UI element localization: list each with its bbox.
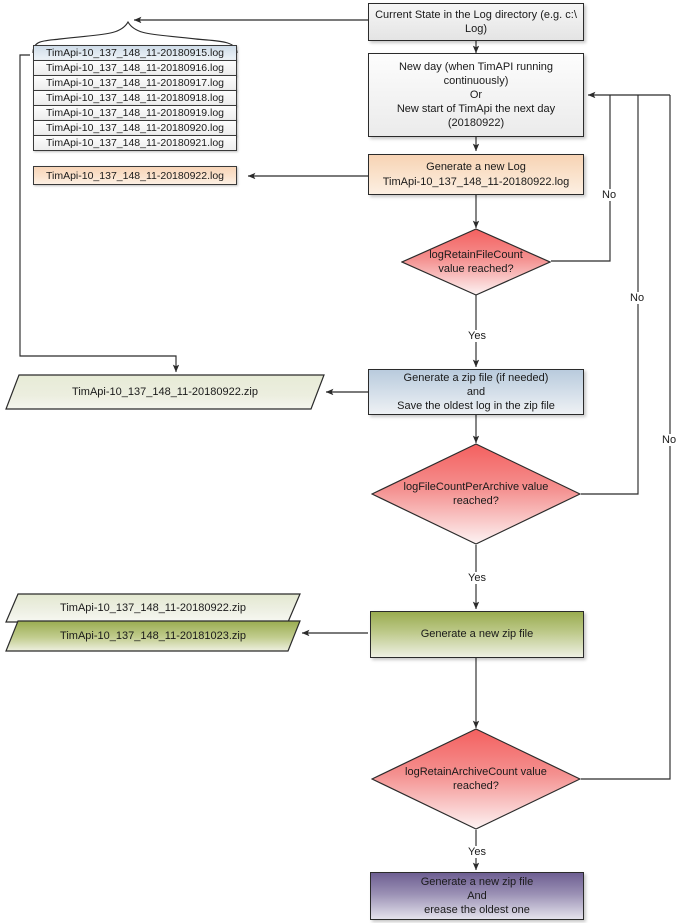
- decision-label: logRetainFileCount value reached?: [422, 228, 530, 296]
- node-new-day-line-1: New day (when TimAPI running: [398, 60, 554, 73]
- edge-label-no-1: No: [600, 189, 619, 201]
- node-zip-step-line-2: and: [466, 385, 486, 398]
- node-new-day[interactable]: New day (when TimAPI running continuousl…: [368, 53, 584, 137]
- list-item-new-log[interactable]: TimApi-10_137_148_11-20180922.log: [33, 166, 237, 185]
- parallelogram-shape: [5, 620, 301, 652]
- list-item[interactable]: TimApi-10_137_148_11-20180916.log: [33, 60, 237, 76]
- node-generate-new-log[interactable]: Generate a new Log TimApi-10_137_148_11-…: [368, 154, 584, 195]
- decision-label: logRetainArchiveCount value reached?: [400, 728, 551, 830]
- node-generate-new-log-line-1: Generate a new Log: [426, 161, 526, 174]
- decision-label: logFileCountPerArchive value reached?: [400, 443, 551, 545]
- decision-line-1: logFileCountPerArchive value: [403, 480, 549, 493]
- node-generate-and-erase-line-3: erease the oldest one: [424, 904, 530, 917]
- node-new-day-line-2: continuously): [443, 74, 509, 87]
- edge-label-yes-1: Yes: [466, 330, 488, 342]
- list-item[interactable]: TimApi-10_137_148_11-20180917.log: [33, 75, 237, 91]
- artifact-zip-current-label: TimApi-10_137_148_11-20180922.zip: [72, 386, 258, 398]
- decision-line-2: reached?: [453, 780, 499, 792]
- decision-line-2: reached?: [453, 495, 499, 507]
- edge-label-yes-3: Yes: [466, 846, 488, 858]
- node-generate-and-erase-line-1: Generate a new zip file: [420, 875, 534, 888]
- list-item[interactable]: TimApi-10_137_148_11-20180921.log: [33, 135, 237, 151]
- edge-label-yes-2: Yes: [466, 572, 488, 584]
- decision-line-1: logRetainFileCount: [429, 248, 523, 261]
- artifact-zip-stack-top[interactable]: TimApi-10_137_148_11-20180922.zip: [5, 593, 301, 623]
- node-generate-new-zip-line-1: Generate a new zip file: [420, 628, 534, 641]
- decision-log-retain-file-count[interactable]: logRetainFileCount value reached?: [401, 228, 551, 296]
- decision-diamond-shape: [371, 443, 581, 545]
- artifact-zip-stack-top-label: TimApi-10_137_148_11-20180922.zip: [60, 602, 246, 614]
- edge-label-no-3: No: [660, 434, 679, 446]
- node-zip-step[interactable]: Generate a zip file (if needed) and Save…: [368, 369, 584, 415]
- decision-line-2: value reached?: [438, 263, 514, 275]
- node-zip-step-line-3: Save the oldest log in the zip file: [397, 400, 555, 413]
- node-current-state-line-2: Log): [464, 23, 487, 35]
- node-generate-and-erase-line-2: And: [467, 889, 487, 902]
- node-generate-new-zip[interactable]: Generate a new zip file: [370, 611, 584, 658]
- node-new-day-line-4: New start of TimApi the next day: [396, 103, 556, 116]
- node-generate-new-log-line-2: TimApi-10_137_148_11-20180922.log: [382, 175, 570, 188]
- decision-diamond-shape: [371, 728, 581, 830]
- artifact-zip-stack-bottom-label: TimApi-10_137_148_11-20181023.zip: [60, 630, 246, 642]
- decision-log-file-count-per-archive[interactable]: logFileCountPerArchive value reached?: [371, 443, 581, 545]
- node-current-state-line-1: Current State in the Log directory (e.g.…: [375, 8, 577, 21]
- parallelogram-shape: [5, 374, 325, 410]
- list-item[interactable]: TimApi-10_137_148_11-20180918.log: [33, 90, 237, 106]
- node-new-day-line-3: Or: [469, 88, 483, 101]
- node-current-state[interactable]: Current State in the Log directory (e.g.…: [368, 3, 584, 41]
- node-new-day-line-5: (20180922): [447, 117, 505, 130]
- node-generate-and-erase[interactable]: Generate a new zip file And erease the o…: [370, 872, 584, 920]
- decision-log-retain-archive-count[interactable]: logRetainArchiveCount value reached?: [371, 728, 581, 830]
- edge-label-no-2: No: [628, 292, 647, 304]
- artifact-zip-stack-bottom[interactable]: TimApi-10_137_148_11-20181023.zip: [5, 620, 301, 652]
- list-item[interactable]: TimApi-10_137_148_11-20180915.log: [33, 45, 237, 61]
- list-item[interactable]: TimApi-10_137_148_11-20180920.log: [33, 120, 237, 136]
- decision-line-1: logRetainArchiveCount value: [405, 765, 547, 778]
- node-zip-step-line-1: Generate a zip file (if needed): [403, 371, 549, 384]
- artifact-zip-current[interactable]: TimApi-10_137_148_11-20180922.zip: [5, 374, 325, 410]
- list-item[interactable]: TimApi-10_137_148_11-20180919.log: [33, 105, 237, 121]
